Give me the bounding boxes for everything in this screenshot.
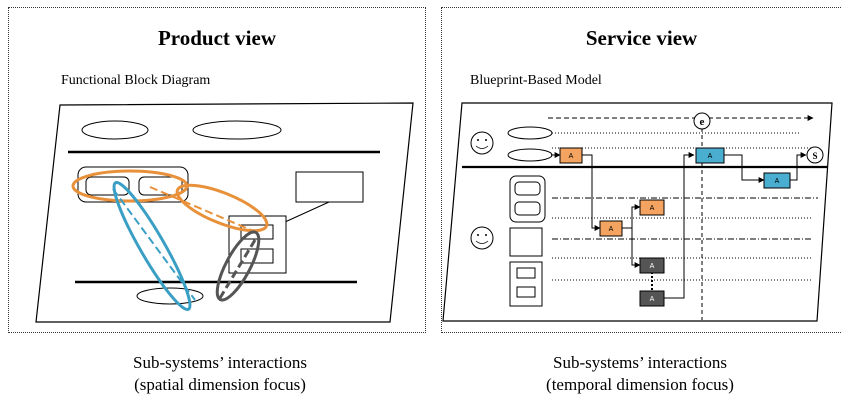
customer-smiley-icon (470, 131, 494, 155)
dark-interaction-ellipse (215, 230, 261, 302)
svg-text:A: A (650, 205, 655, 212)
end-marker (806, 146, 824, 164)
lane-box (514, 201, 541, 216)
product-view-panel: Product view Functional Block Diagram (8, 7, 426, 333)
activity-box-dark: A (639, 257, 665, 274)
service-view-caption: Sub-systems’ interactions (temporal dime… (490, 352, 790, 396)
caption-line: (spatial dimension focus) (134, 375, 306, 394)
lane-ellipse (507, 148, 553, 162)
product-frame (35, 102, 414, 323)
service-frame (442, 102, 833, 322)
component-ellipse (192, 120, 282, 140)
svg-text:A: A (569, 153, 574, 160)
functional-block-diagram-label: Functional Block Diagram (61, 73, 211, 88)
orange-interaction-ellipse (175, 183, 269, 233)
employee-smiley-icon (470, 226, 494, 250)
event-label: e (700, 116, 705, 128)
lane-box (514, 181, 541, 196)
lane-ellipse (507, 126, 553, 140)
blue-interaction-ellipse (112, 180, 192, 312)
blue-dashed-link (112, 188, 196, 301)
svg-text:A: A (609, 226, 614, 233)
flow-arrow (631, 228, 641, 268)
blueprint-model-label: Blueprint-Based Model (470, 73, 602, 88)
svg-text:A: A (775, 178, 780, 185)
activity-box-orange: A (639, 199, 665, 216)
lane-box (509, 227, 543, 257)
service-view-title: Service view (585, 26, 698, 50)
lane-box (516, 267, 536, 279)
flow-arrow (790, 152, 807, 181)
activity-box-blue: A (695, 147, 725, 164)
connector-line (284, 201, 330, 223)
end-label: S (812, 151, 817, 161)
product-view-caption: Sub-systems’ interactions (spatial dimen… (70, 352, 370, 396)
activity-box-blue: A (763, 172, 791, 189)
activity-box-orange: A (599, 220, 623, 237)
event-marker (693, 112, 711, 130)
svg-text:A: A (650, 263, 655, 270)
orange-dashed-link (149, 186, 259, 234)
caption-line: Sub-systems’ interactions (133, 353, 307, 372)
flow-arrow (582, 154, 601, 231)
component-ellipse (81, 120, 149, 140)
svg-text:A: A (650, 296, 655, 303)
component-box (295, 171, 364, 203)
product-view-title: Product view (157, 26, 276, 50)
svg-text:A: A (708, 153, 713, 160)
service-view-panel: Service view Blueprint-Based Model (441, 7, 841, 333)
lane-box (516, 286, 536, 298)
caption-line: (temporal dimension focus) (546, 375, 734, 394)
caption-line: Sub-systems’ interactions (553, 353, 727, 372)
activity-box-dark: A (639, 290, 665, 307)
activity-box-orange: A (559, 147, 583, 164)
flow-arrow (724, 154, 765, 183)
flow-arrow (622, 204, 641, 229)
flow-arrow (664, 152, 695, 299)
